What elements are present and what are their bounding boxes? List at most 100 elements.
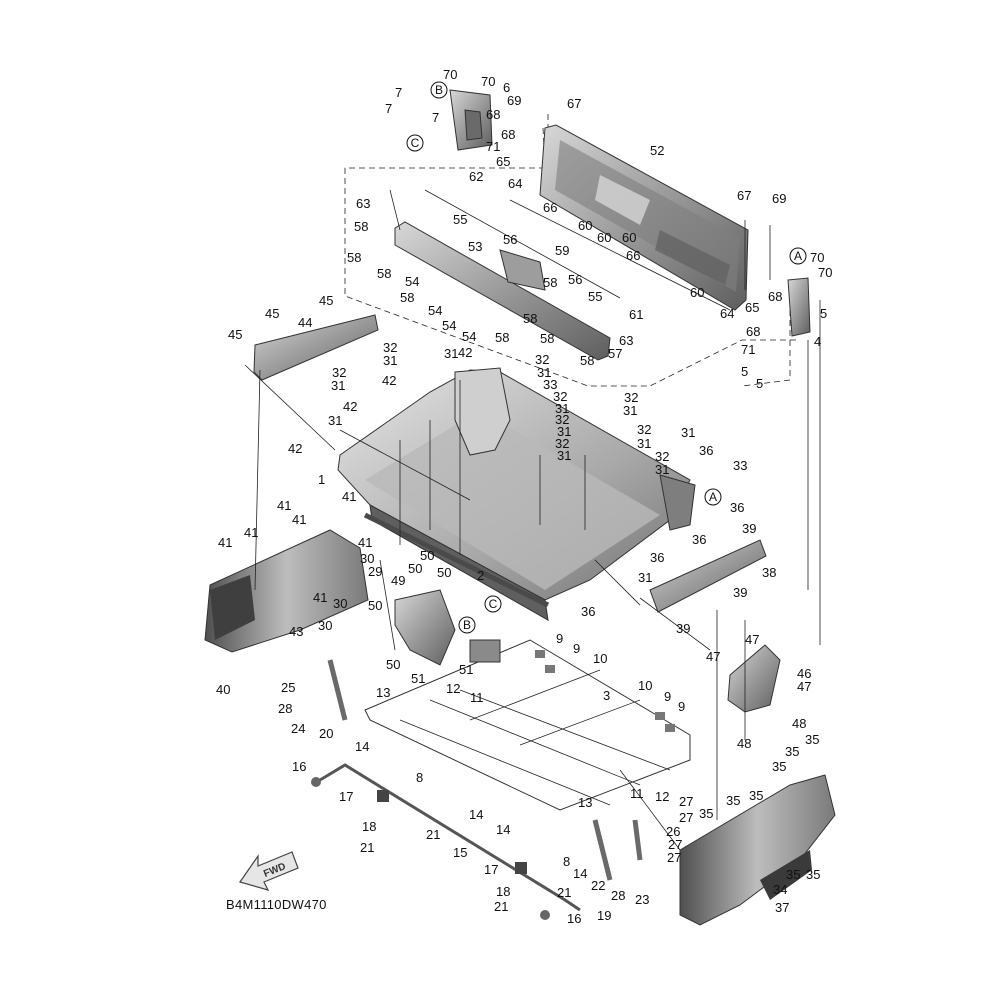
callout-70b: 70 xyxy=(481,74,495,89)
callout-55b: 55 xyxy=(588,289,602,304)
callout-32e: 32 xyxy=(624,390,638,405)
callout-15: 15 xyxy=(453,845,467,860)
callout-11b: 11 xyxy=(630,786,644,801)
callout-21d: 21 xyxy=(494,899,508,914)
callout-31g: 31 xyxy=(623,403,637,418)
callout-32g: 32 xyxy=(637,422,651,437)
callout-35c: 35 xyxy=(772,759,786,774)
callout-21c: 21 xyxy=(557,885,571,900)
callout-14b: 14 xyxy=(469,807,483,822)
callout-14d: 14 xyxy=(573,866,587,881)
callout-71a: 71 xyxy=(486,139,500,154)
callout-50a: 50 xyxy=(420,548,434,563)
callout-47c: 47 xyxy=(797,679,811,694)
callout-31b: 31 xyxy=(444,346,458,361)
callout-32i: 32 xyxy=(655,449,669,464)
callout-46: 46 xyxy=(797,666,811,681)
callout-61: 61 xyxy=(629,307,643,322)
callout-35d: 35 xyxy=(749,788,763,803)
callout-4: 4 xyxy=(814,334,821,349)
svg-text:A: A xyxy=(794,249,802,263)
callout-17b: 17 xyxy=(484,862,498,877)
callout-69a: 69 xyxy=(507,93,521,108)
left-mud-guard xyxy=(394,589,456,666)
callout-50b: 50 xyxy=(408,561,422,576)
ref-marker-c-low: C xyxy=(484,595,502,613)
callout-54c: 54 xyxy=(442,318,456,333)
callout-8a: 8 xyxy=(416,770,423,785)
callout-26: 26 xyxy=(666,824,680,839)
tailgate-rods xyxy=(424,189,731,311)
callout-19: 19 xyxy=(597,908,611,923)
callout-13b: 13 xyxy=(578,795,592,810)
callout-25: 25 xyxy=(281,680,295,695)
callout-14a: 14 xyxy=(355,739,369,754)
callout-54d: 54 xyxy=(462,329,476,344)
callout-36b: 36 xyxy=(730,500,744,515)
callout-35g: 35 xyxy=(786,867,800,882)
callout-32h: 32 xyxy=(555,436,569,451)
callout-51b: 51 xyxy=(411,671,425,686)
struts xyxy=(327,659,643,881)
callout-68c: 68 xyxy=(768,289,782,304)
callout-31a: 31 xyxy=(383,353,397,368)
callout-27a: 27 xyxy=(679,794,693,809)
tailgate-bracket xyxy=(394,221,611,361)
svg-text:C: C xyxy=(411,136,420,150)
ref-marker-a-top: A xyxy=(789,247,807,265)
callout-41e: 41 xyxy=(218,535,232,550)
callout-41a: 41 xyxy=(277,498,291,513)
hardware-parts xyxy=(311,639,675,920)
callout-3: 3 xyxy=(603,688,610,703)
callout-31k: 31 xyxy=(655,462,669,477)
callout-41f: 41 xyxy=(358,535,372,550)
callout-17a: 17 xyxy=(339,789,353,804)
callout-39c: 39 xyxy=(676,621,690,636)
callout-35a: 35 xyxy=(785,744,799,759)
callout-41d: 41 xyxy=(244,525,258,540)
callout-42c: 42 xyxy=(343,399,357,414)
callout-64a: 64 xyxy=(508,176,522,191)
callout-38: 38 xyxy=(762,565,776,580)
callout-28a: 28 xyxy=(278,701,292,716)
right-latch xyxy=(787,277,811,337)
ref-marker-c-top: C xyxy=(406,134,424,152)
callout-labels: 1 2 3 4 5 5 5 6 7 7 7 8 8 9 9 9 9 10 10 … xyxy=(216,67,832,926)
callout-31l: 31 xyxy=(681,425,695,440)
callout-58h: 58 xyxy=(540,331,554,346)
callout-68a: 68 xyxy=(486,107,500,122)
callout-66b: 66 xyxy=(626,248,640,263)
callout-52: 52 xyxy=(650,143,664,158)
callout-7a: 7 xyxy=(395,85,402,100)
callout-35b: 35 xyxy=(805,732,819,747)
callout-5c: 5 xyxy=(756,376,763,391)
callout-56a: 56 xyxy=(503,232,517,247)
callout-63b: 63 xyxy=(619,333,633,348)
tailgate-group-outline xyxy=(344,112,800,387)
callout-9d: 9 xyxy=(678,699,685,714)
callout-7c: 7 xyxy=(432,110,439,125)
callout-59: 59 xyxy=(555,243,569,258)
callout-31e: 31 xyxy=(328,413,342,428)
callout-58d: 58 xyxy=(400,290,414,305)
svg-text:C: C xyxy=(489,597,498,611)
callout-48a: 48 xyxy=(792,716,806,731)
callout-14c: 14 xyxy=(496,822,510,837)
callout-66a: 66 xyxy=(543,200,557,215)
callout-58g: 58 xyxy=(495,330,509,345)
callout-27c: 27 xyxy=(668,837,682,852)
right-fender xyxy=(679,774,836,926)
callout-51a: 51 xyxy=(459,662,473,677)
callout-8b: 8 xyxy=(563,854,570,869)
callout-45b: 45 xyxy=(265,306,279,321)
callout-68d: 68 xyxy=(746,324,760,339)
callout-30c: 30 xyxy=(318,618,332,633)
callout-54b: 54 xyxy=(428,303,442,318)
callout-45a: 45 xyxy=(319,293,333,308)
callout-49: 49 xyxy=(391,573,405,588)
callout-9a: 9 xyxy=(556,631,563,646)
callout-62: 62 xyxy=(469,169,483,184)
callout-53: 53 xyxy=(468,239,482,254)
callout-48b: 48 xyxy=(737,736,751,751)
callout-36d: 36 xyxy=(650,550,664,565)
